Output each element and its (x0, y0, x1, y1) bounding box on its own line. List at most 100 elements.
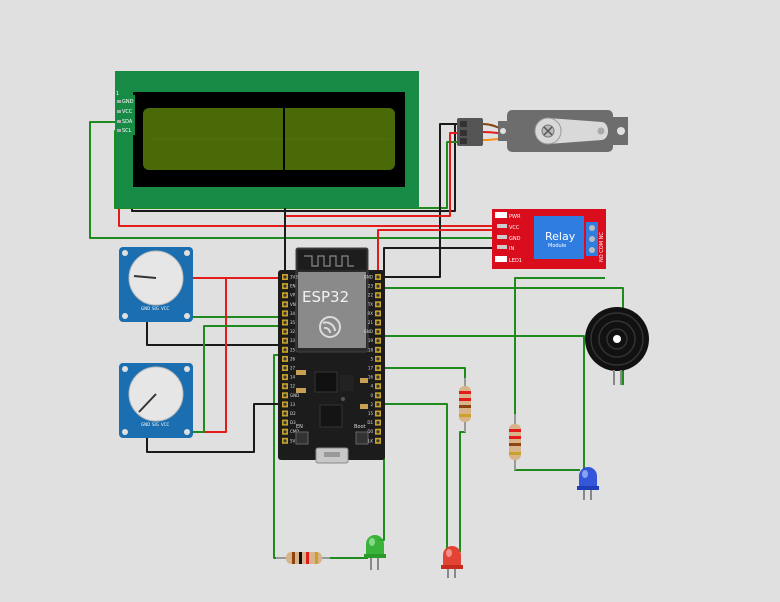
relay-pin-vcc: VCC (509, 225, 520, 231)
wires (89, 100, 624, 559)
lcd-pin-header: 1 GND VCC SDA SCL (115, 91, 135, 135)
pot1-pin-gnd: GND (141, 306, 150, 311)
esp32-left-header: 3V3ENVPVN343532332526271412GND13D2D3CMD5… (282, 274, 299, 444)
esp32-left-pin-label: 33 (290, 338, 296, 343)
resistor-r1[interactable] (276, 552, 330, 564)
esp32-pin-hole (283, 393, 287, 397)
esp32-right-pin-label: 18 (368, 347, 374, 352)
esp32-left-pin-label: 34 (290, 311, 296, 316)
esp32-right-pin-label: RX (367, 311, 373, 316)
esp32-pin-hole (376, 375, 380, 379)
buzzer[interactable] (585, 307, 649, 385)
lcd-display[interactable]: 1 GND VCC SDA SCL (115, 71, 419, 208)
esp32-pin-hole (283, 402, 287, 406)
espressif-logo-icon (319, 316, 341, 338)
resistor-r3[interactable] (509, 414, 521, 470)
relay-title: Relay (545, 230, 576, 243)
wire-buzzer-gnd[interactable] (384, 335, 585, 470)
wire-r2-top[interactable] (384, 367, 466, 380)
wire-relay-vcc[interactable] (377, 229, 492, 272)
esp32-right-pin-label: CLK (365, 438, 373, 443)
esp32-right-pin-label: 21 (368, 320, 374, 325)
wire-r2-bottom[interactable] (459, 425, 466, 552)
esp32-pin-hole (376, 302, 380, 306)
relay-pin-led1: LED1 (509, 258, 522, 264)
pot1-pin-sig: SIG (152, 306, 159, 311)
esp32-pin-hole (376, 275, 380, 279)
esp32-left-pin-label: VP (290, 293, 296, 298)
esp32-pin-hole (376, 284, 380, 288)
esp32-pin-hole (376, 384, 380, 388)
esp32-pin-hole (283, 320, 287, 325)
wire-r3-bottom[interactable] (514, 462, 580, 471)
wire-servo-gnd[interactable] (384, 123, 462, 278)
esp32-right-pin-label: 5 (370, 356, 373, 361)
esp32-pin-hole (376, 293, 380, 297)
esp32-pin-hole (376, 366, 380, 370)
esp32-left-pin-label: 27 (290, 366, 296, 371)
esp32-pin-hole (376, 320, 380, 325)
potentiometer-2[interactable]: GND SIG VCC (119, 363, 193, 438)
esp32-right-pin-label: 0 (370, 393, 373, 398)
esp32-pin-hole (283, 302, 287, 306)
servo-motor[interactable] (457, 110, 628, 152)
pot2-pin-gnd: GND (141, 422, 150, 427)
esp32-left-pin-label: EN (290, 284, 296, 289)
led-green[interactable] (364, 535, 386, 570)
esp32-left-pin-label: CMD (290, 429, 299, 434)
esp32-en-button[interactable] (295, 431, 309, 445)
potentiometer-1[interactable]: GND SIG VCC (119, 247, 193, 322)
esp32-pin-hole (376, 421, 380, 425)
esp32-right-pin-label: 4 (370, 384, 373, 389)
relay-side-text: NO COM NC (599, 232, 605, 262)
esp32-shield (298, 272, 366, 348)
esp32-pin-hole (283, 311, 287, 315)
esp32-right-pin-label: GND (364, 275, 373, 280)
wire-lcd-sda[interactable] (89, 121, 493, 239)
led-blue[interactable] (577, 467, 599, 500)
esp32-label: ESP32 (302, 288, 349, 306)
servo-horn[interactable] (548, 118, 608, 144)
wire-r3-top[interactable] (514, 277, 605, 420)
esp32-pin-hole (283, 330, 287, 334)
esp32-left-pin-label: GND (290, 393, 299, 398)
wire-relay-gnd[interactable] (383, 247, 492, 282)
wire-pot2-gnd[interactable] (146, 403, 285, 453)
esp32-left-pin-label: 12 (290, 384, 296, 389)
esp32-left-pin-label: 35 (290, 320, 296, 325)
esp32-pin-hole (283, 339, 287, 343)
esp32-pin-hole (283, 293, 287, 297)
esp32-left-pin-label: 32 (290, 329, 296, 334)
esp32-pin-hole (376, 348, 380, 352)
esp32-left-pin-label: VN (290, 302, 296, 307)
esp32-pin-hole (376, 339, 380, 343)
relay-module[interactable]: PWR LED1 VCC GND IN Relay Module NO COM … (492, 209, 606, 269)
esp32-pin-hole (376, 330, 380, 334)
esp32-right-pin-label: GND (364, 329, 373, 334)
lcd-pin-vcc: VCC (122, 109, 133, 115)
resistor-r2[interactable] (459, 378, 471, 432)
pot1-pin-vcc: VCC (161, 306, 170, 311)
relay-pin-in: IN (509, 246, 514, 252)
esp32-left-pin-label: 5V (290, 438, 296, 443)
esp32-left-pin-label: 14 (290, 375, 296, 380)
lcd-pin-scl: SCL (122, 128, 132, 134)
esp32-boot-button[interactable] (355, 431, 369, 445)
wire-pot1-gnd[interactable] (146, 317, 285, 346)
esp32-right-pin-label: D0 (367, 429, 373, 434)
esp32-left-pin-label: 26 (290, 356, 296, 361)
relay-pin-pwr: PWR (509, 214, 521, 220)
esp32-pin-hole (283, 430, 287, 434)
wire-led-red[interactable] (384, 403, 448, 555)
esp32-pin-hole (283, 348, 287, 352)
esp32-en-label: EN (296, 424, 303, 430)
esp32-antenna (298, 250, 366, 270)
pot2-pin-sig: SIG (152, 422, 159, 427)
esp32-left-pin-label: 3V3 (290, 275, 298, 280)
led-red[interactable] (441, 546, 463, 578)
esp32-pin-hole (283, 439, 287, 443)
esp32-board[interactable]: ESP32 3V3ENVPVN343532332526271412GND13D2… (278, 247, 385, 464)
esp32-right-pin-label: 22 (368, 293, 374, 298)
